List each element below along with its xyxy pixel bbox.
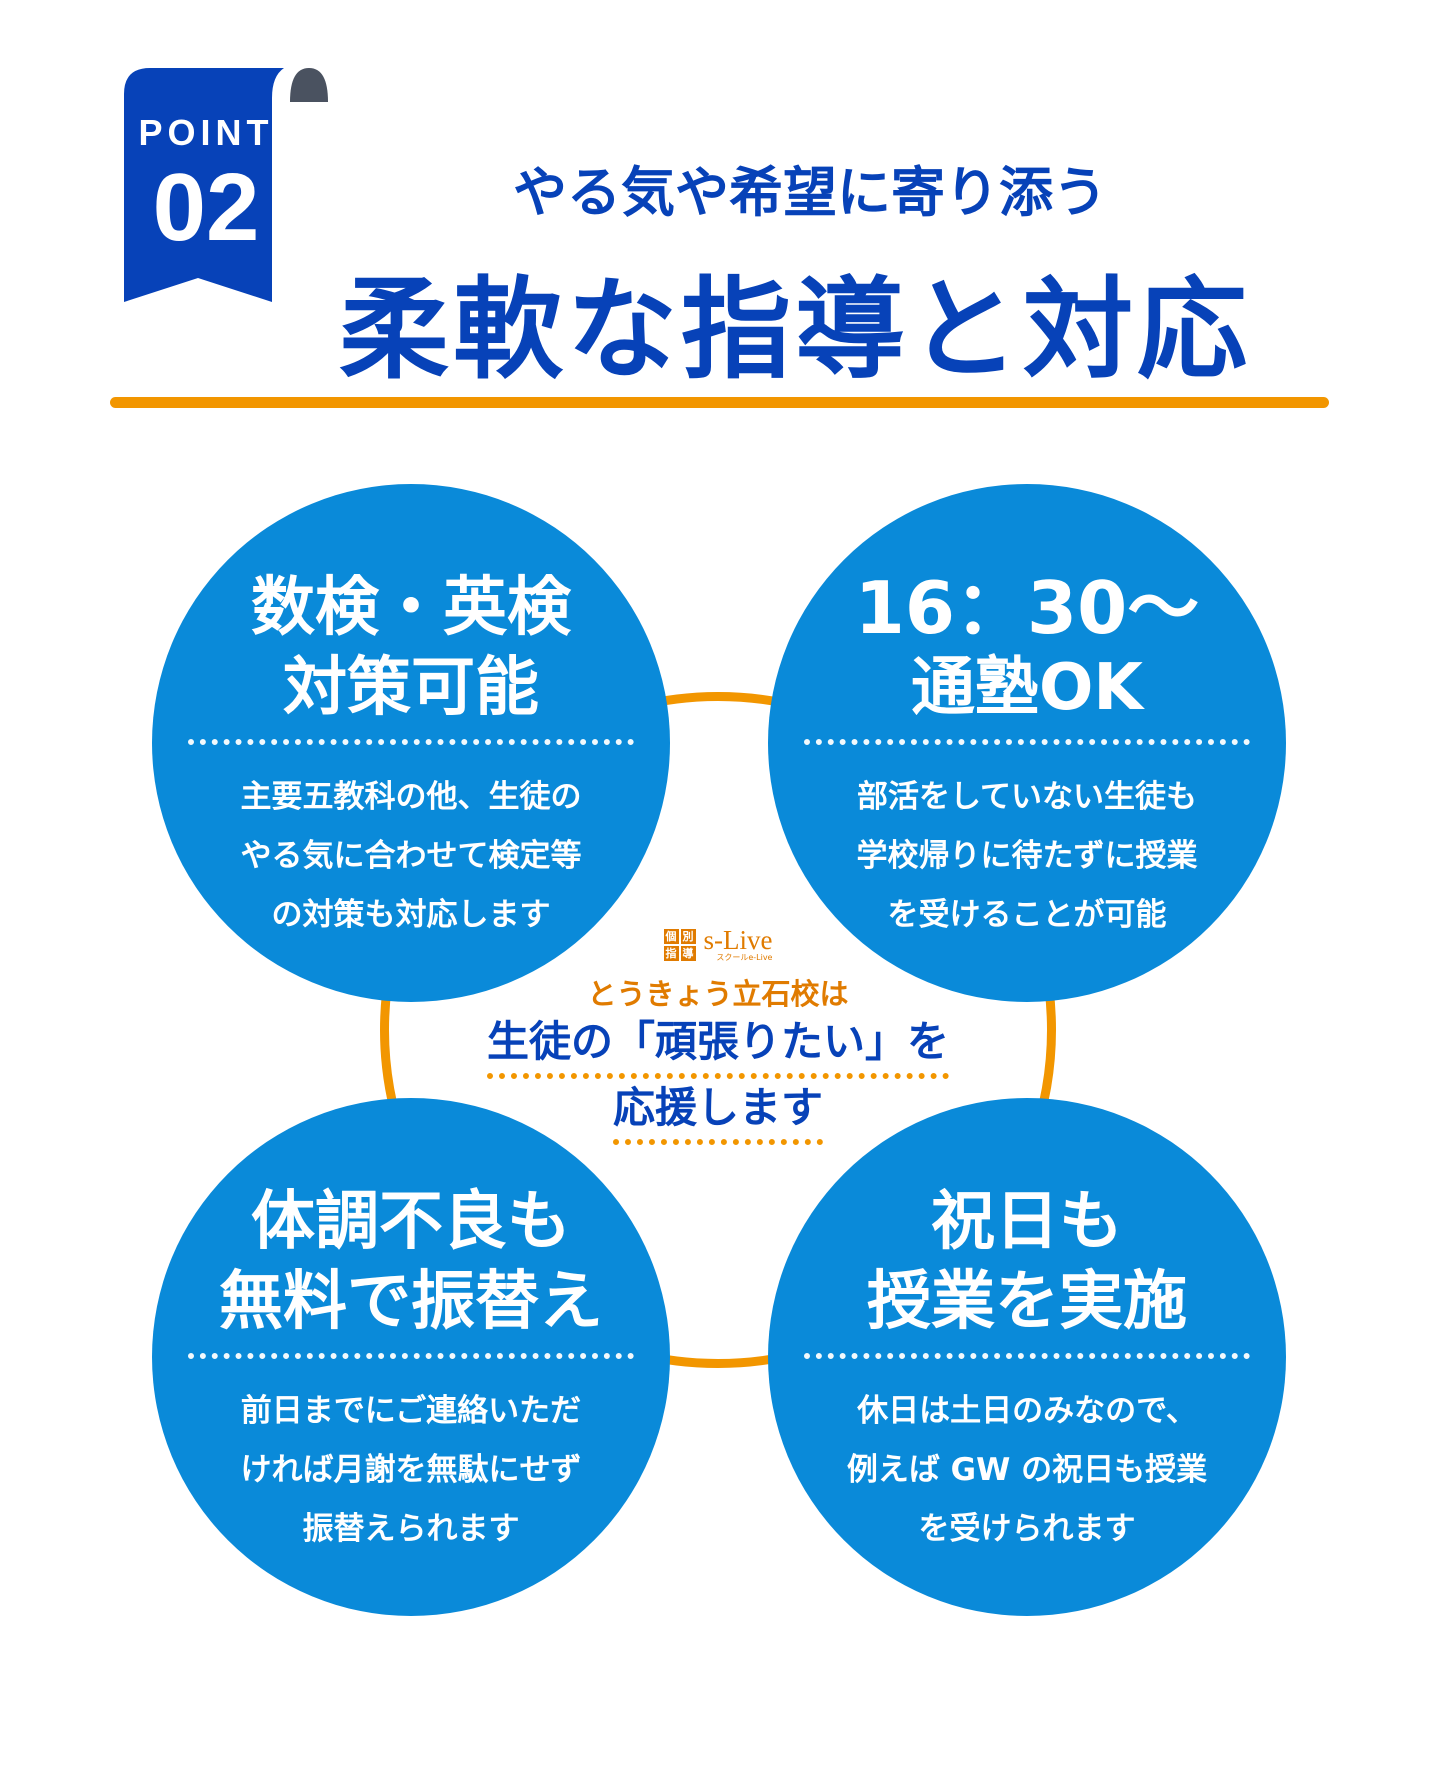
feature-circle-holiday: 祝日も授業を実施 休日は土日のみなので、例えば GW の祝日も授業を受けられます xyxy=(768,1098,1286,1616)
feature-body-line: 主要五教科の他、生徒の xyxy=(240,779,582,815)
feature-body-line: 休日は土日のみなので、 xyxy=(857,1393,1197,1429)
divider xyxy=(110,397,1329,408)
feature-body: 部活をしていない生徒も学校帰りに待たずに授業を受けることが可能 xyxy=(768,768,1286,945)
orange-ring xyxy=(380,692,1056,1368)
feature-body-line: 学校帰りに待たずに授業 xyxy=(856,838,1198,874)
point-badge xyxy=(124,68,284,302)
school-name: とうきょう立石校は xyxy=(587,976,849,1011)
message-line-1: 生徒の「頑張りたい」を xyxy=(486,1013,949,1079)
feature-title: 祝日も授業を実施 xyxy=(768,1182,1286,1342)
badge-label: POINT xyxy=(138,112,274,153)
message-line-2: 応援します xyxy=(612,1079,823,1145)
feature-circle-exam: 数検・英検対策可能 主要五教科の他、生徒のやる気に合わせて検定等の対策も対応しま… xyxy=(152,484,670,1002)
ribbon-curl-icon xyxy=(290,68,328,102)
feature-title-line: 祝日も xyxy=(931,1185,1123,1259)
logo-mark: 個別指導 xyxy=(663,929,696,961)
dotted-divider xyxy=(188,1353,634,1359)
dotted-divider xyxy=(188,739,634,745)
feature-body-line: ければ月謝を無駄にせず xyxy=(240,1452,582,1488)
feature-body-line: 振替えられます xyxy=(302,1511,520,1547)
badge-text: POINT 02 xyxy=(124,68,288,256)
feature-body: 休日は土日のみなので、例えば GW の祝日も授業を受けられます xyxy=(768,1382,1286,1559)
feature-circle-time: 16：30～通塾OK 部活をしていない生徒も学校帰りに待たずに授業を受けることが… xyxy=(768,484,1286,1002)
feature-title: 16：30～通塾OK xyxy=(768,568,1286,728)
subtitle: やる気や希望に寄り添う xyxy=(513,161,1107,224)
feature-body-line: を受けることが可能 xyxy=(887,897,1167,933)
dotted-divider xyxy=(804,739,1250,745)
feature-body-line: やる気に合わせて検定等 xyxy=(240,838,582,874)
feature-body-line: の対策も対応します xyxy=(271,897,551,933)
badge-number: 02 xyxy=(152,154,260,261)
feature-title: 体調不良も無料で振替え xyxy=(152,1182,670,1342)
page-title: 柔軟な指導と対応 xyxy=(339,266,1251,394)
feature-title-line: 授業を実施 xyxy=(867,1265,1187,1339)
feature-body-line: 部活をしていない生徒も xyxy=(856,779,1198,815)
dotted-divider xyxy=(804,1353,1250,1359)
feature-body-line: を受けられます xyxy=(918,1511,1136,1547)
feature-circle-makeup: 体調不良も無料で振替え 前日までにご連絡いただければ月謝を無駄にせず振替えられま… xyxy=(152,1098,670,1616)
feature-body-line: 前日までにご連絡いただ xyxy=(240,1393,582,1429)
feature-title-line: 対策可能 xyxy=(283,651,539,725)
feature-body: 前日までにご連絡いただければ月謝を無駄にせず振替えられます xyxy=(152,1382,670,1559)
feature-body: 主要五教科の他、生徒のやる気に合わせて検定等の対策も対応します xyxy=(152,768,670,945)
feature-title-line: 16：30～ xyxy=(854,566,1200,650)
feature-title: 数検・英検対策可能 xyxy=(152,568,670,728)
feature-body-line: 例えば GW の祝日も授業 xyxy=(846,1452,1208,1488)
feature-title-line: 数検・英検 xyxy=(251,571,571,645)
feature-title-line: 通塾OK xyxy=(911,651,1143,725)
feature-title-line: 無料で振替え xyxy=(219,1265,603,1339)
feature-title-line: 体調不良も xyxy=(251,1185,571,1259)
logo-name: s-Live xyxy=(703,924,773,955)
logo-sub: スクールe-Live xyxy=(716,952,773,962)
